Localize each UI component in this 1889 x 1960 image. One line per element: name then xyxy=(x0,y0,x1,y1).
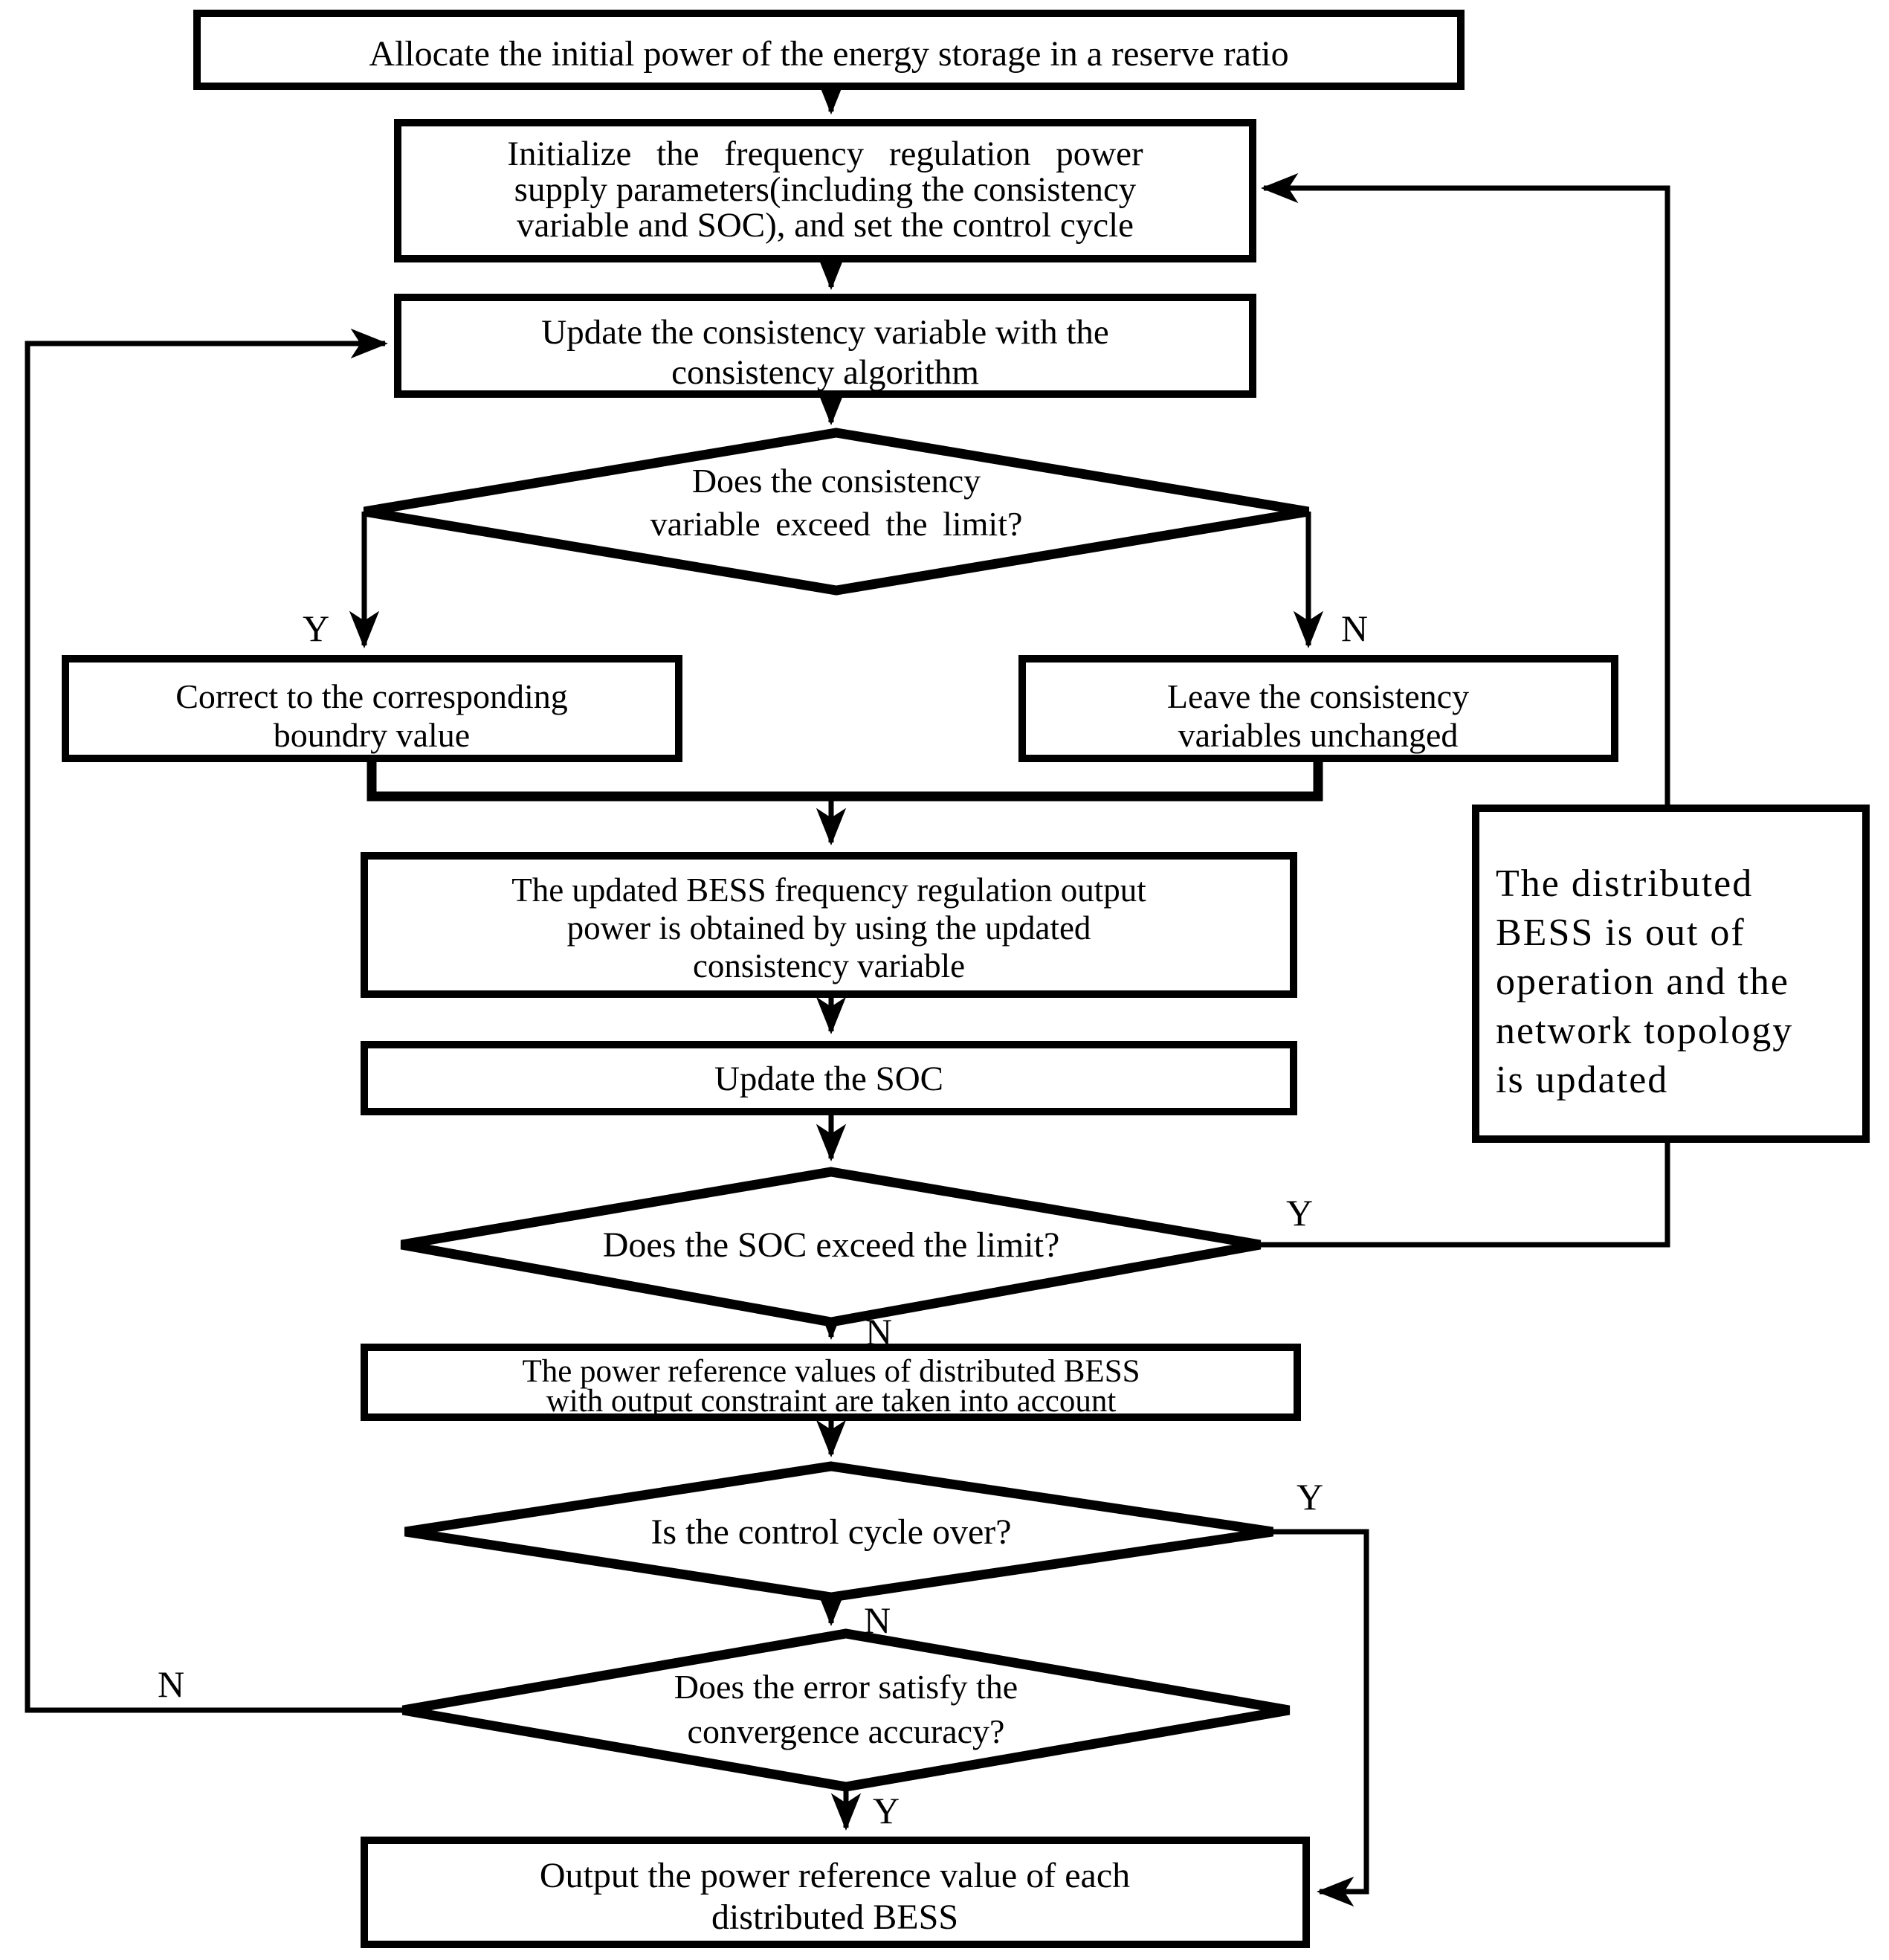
node-power-ref-line1: The power reference values of distribute… xyxy=(522,1354,1140,1389)
node-bess-out-line3: operation and the xyxy=(1496,961,1789,1003)
node-leave-unchanged xyxy=(1018,655,1618,762)
node-updated-output-power xyxy=(361,852,1297,998)
node-output-line1: Output the power reference value of each xyxy=(540,1856,1130,1895)
node-initialize-line1: Initialize the frequency regulation powe… xyxy=(507,135,1143,173)
node-bess-out-of-operation xyxy=(1472,805,1870,1143)
node-correct-boundary xyxy=(62,655,682,762)
node-allocate-text: Allocate the initial power of the energy… xyxy=(369,34,1288,74)
node-bess-out-line5: is updated xyxy=(1496,1059,1668,1101)
node-initialize-parameters xyxy=(394,119,1256,262)
node-bess-out-line1: The distributed xyxy=(1496,863,1753,905)
decision-consistency-line2: variable exceed the limit? xyxy=(650,505,1023,543)
label-consistency-no: N xyxy=(1341,607,1368,649)
label-soc-yes: Y xyxy=(1286,1192,1313,1234)
node-output-line2: distributed BESS xyxy=(711,1898,958,1937)
decision-error-line1: Does the error satisfy the xyxy=(674,1668,1018,1706)
node-update-consistency-line1: Update the consistency variable with the xyxy=(541,313,1109,352)
node-update-soc xyxy=(361,1041,1297,1115)
node-bess-out-line4: network topology xyxy=(1496,1010,1793,1052)
node-leave-line2: variables unchanged xyxy=(1178,716,1459,754)
label-error-yes: Y xyxy=(873,1790,900,1831)
label-error-no: N xyxy=(158,1663,184,1705)
node-updated-output-line2: power is obtained by using the updated xyxy=(567,909,1091,947)
node-power-ref-line2: with output constraint are taken into ac… xyxy=(546,1384,1117,1419)
connector-bess-out-to-initialize xyxy=(1260,173,1670,808)
label-consistency-yes: Y xyxy=(303,607,329,649)
node-update-soc-text: Update the SOC xyxy=(714,1060,943,1098)
node-update-consistency-variable xyxy=(394,294,1256,398)
node-updated-output-line1: The updated BESS frequency regulation ou… xyxy=(511,871,1146,909)
decision-error-line2: convergence accuracy? xyxy=(688,1712,1005,1750)
decision-control-cycle xyxy=(404,1461,1273,1602)
node-correct-line1: Correct to the corresponding xyxy=(175,677,568,715)
decision-consistency-line1: Does the consistency xyxy=(692,462,981,500)
node-initialize-line2: supply parameters(including the consiste… xyxy=(514,170,1137,209)
decision-cycle-text: Is the control cycle over? xyxy=(650,1512,1011,1552)
label-cycle-yes: Y xyxy=(1297,1476,1323,1518)
node-bess-out-line2: BESS is out of xyxy=(1496,912,1746,954)
connector-merge-bar xyxy=(367,758,1323,802)
decision-consistency-limit xyxy=(363,428,1310,596)
decision-soc-limit xyxy=(400,1167,1262,1327)
node-correct-line2: boundry value xyxy=(274,716,470,754)
node-output-power-reference xyxy=(361,1837,1310,1948)
node-updated-output-line3: consistency variable xyxy=(693,947,965,984)
node-initialize-line3: variable and SOC), and set the control c… xyxy=(517,206,1134,245)
connector-error-no-feedback xyxy=(25,328,403,1713)
decision-soc-text: Does the SOC exceed the limit? xyxy=(603,1225,1060,1265)
node-allocate-initial-power xyxy=(193,10,1465,90)
node-leave-line1: Leave the consistency xyxy=(1167,677,1469,715)
decision-error-convergence xyxy=(401,1628,1291,1792)
node-power-reference-values xyxy=(361,1344,1301,1421)
node-update-consistency-line2: consistency algorithm xyxy=(671,353,979,392)
connector-soc-yes-to-bess-out xyxy=(1260,1143,1670,1248)
connector-cycle-yes-to-output xyxy=(1273,1529,1369,1907)
